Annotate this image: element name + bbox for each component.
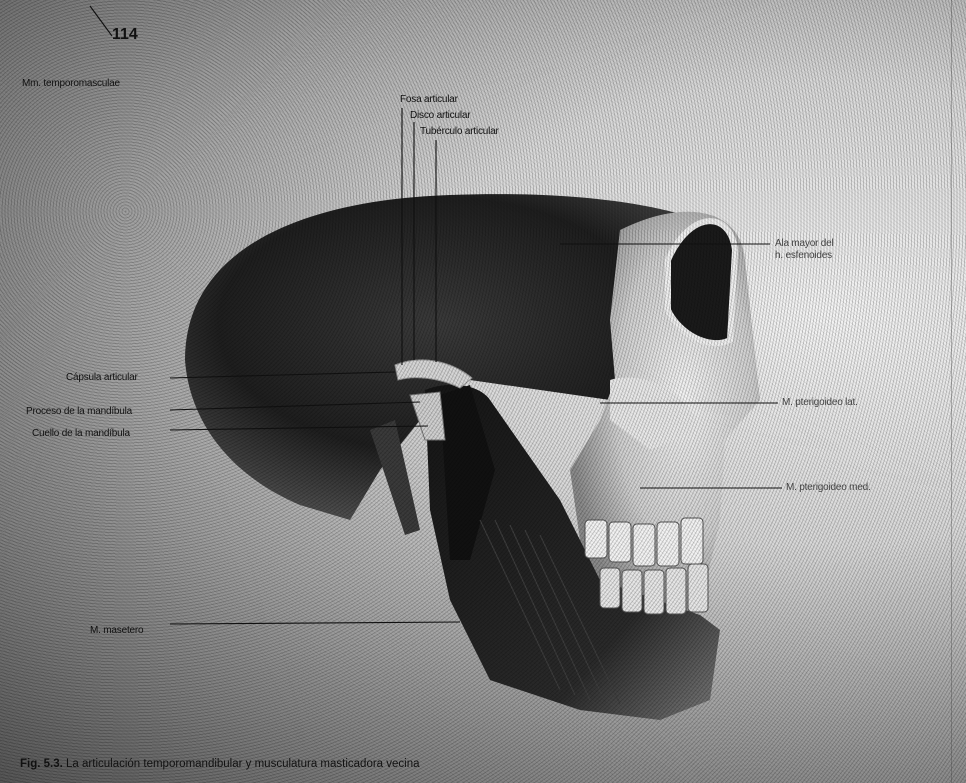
label-disco-articular: Disco articular — [410, 110, 470, 122]
page-edge-rule — [951, 0, 952, 783]
label-ala-mayor: Ala mayor del h. esfenoides — [775, 238, 834, 262]
label-capsula-articular: Cápsula articular — [66, 372, 138, 384]
figure-number: Fig. 5.3. — [20, 758, 63, 770]
figure-caption-text: La articulación temporomandibular y musc… — [66, 758, 419, 770]
page-number: 114 — [112, 26, 138, 44]
label-masetero: M. masetero — [90, 625, 143, 637]
label-cuello-mandibula: Cuello de la mandíbula — [32, 428, 130, 440]
label-proceso-mandibula: Proceso de la mandíbula — [26, 406, 132, 418]
label-tuberculo-articular: Tubérculo articular — [420, 126, 499, 138]
label-pterigoideo-med: M. pterigoideo med. — [786, 482, 871, 494]
label-pterigoideo-lat: M. pterigoideo lat. — [782, 397, 858, 409]
figure-caption: Fig. 5.3. La articulación temporomandibu… — [20, 758, 420, 770]
label-top-left: Mm. temporomasculae — [22, 78, 120, 90]
label-fosa-articular: Fosa articular — [400, 94, 458, 106]
orbit — [668, 221, 735, 343]
mastoid — [370, 420, 420, 535]
lower-teeth — [600, 564, 708, 614]
